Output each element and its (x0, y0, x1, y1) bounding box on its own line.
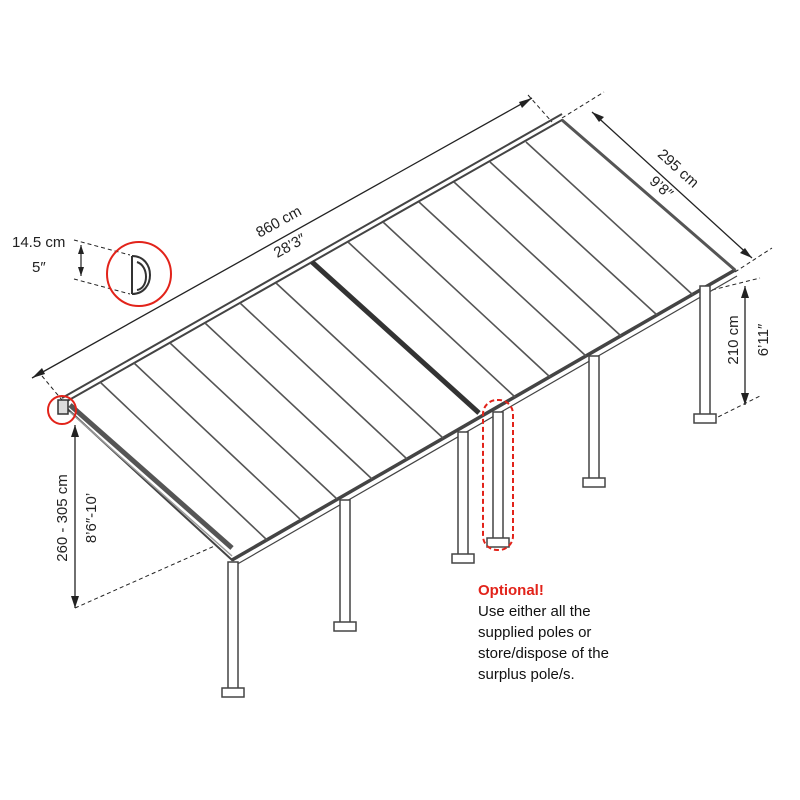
roof-rafters (99, 141, 694, 541)
back-height-dimension: 210 cm 6’11″ (711, 277, 772, 421)
post-optional (486, 411, 510, 548)
back-height-cm-label: 210 cm (725, 315, 742, 364)
post-back-right (693, 285, 717, 424)
back-height-ft-label: 6’11″ (755, 323, 772, 356)
gutter-profile-icon (131, 255, 151, 295)
front-height-ft-label: 8’6″-10’ (83, 493, 100, 543)
length-ft-label: 28’3″ (271, 230, 309, 262)
note-line-4: surplus pole/s. (478, 666, 575, 683)
post-front-left (221, 561, 245, 698)
note-line-2: supplied poles or (478, 624, 592, 641)
gutter-cm-label: 14.5 cm (12, 234, 65, 251)
front-height-cm-label: 260 - 305 cm (54, 474, 71, 562)
corner-detail-marker (47, 395, 77, 425)
optional-note: Optional! Use either all the supplied po… (478, 580, 778, 685)
note-title: Optional! (478, 582, 544, 599)
optional-pole-highlight (482, 399, 514, 551)
post-2 (333, 499, 357, 632)
gutter-detail: 14.5 cm 5″ (12, 234, 172, 307)
gutter-detail-circle (106, 241, 172, 307)
posts (221, 285, 717, 698)
gutter-in-label: 5″ (32, 259, 46, 276)
roof (57, 113, 738, 567)
post-5 (582, 355, 606, 488)
post-3 (451, 431, 475, 564)
note-line-3: store/dispose of the (478, 645, 609, 662)
note-line-1: Use either all the (478, 603, 591, 620)
front-height-dimension: 260 - 305 cm 8’6″-10’ (54, 425, 229, 609)
